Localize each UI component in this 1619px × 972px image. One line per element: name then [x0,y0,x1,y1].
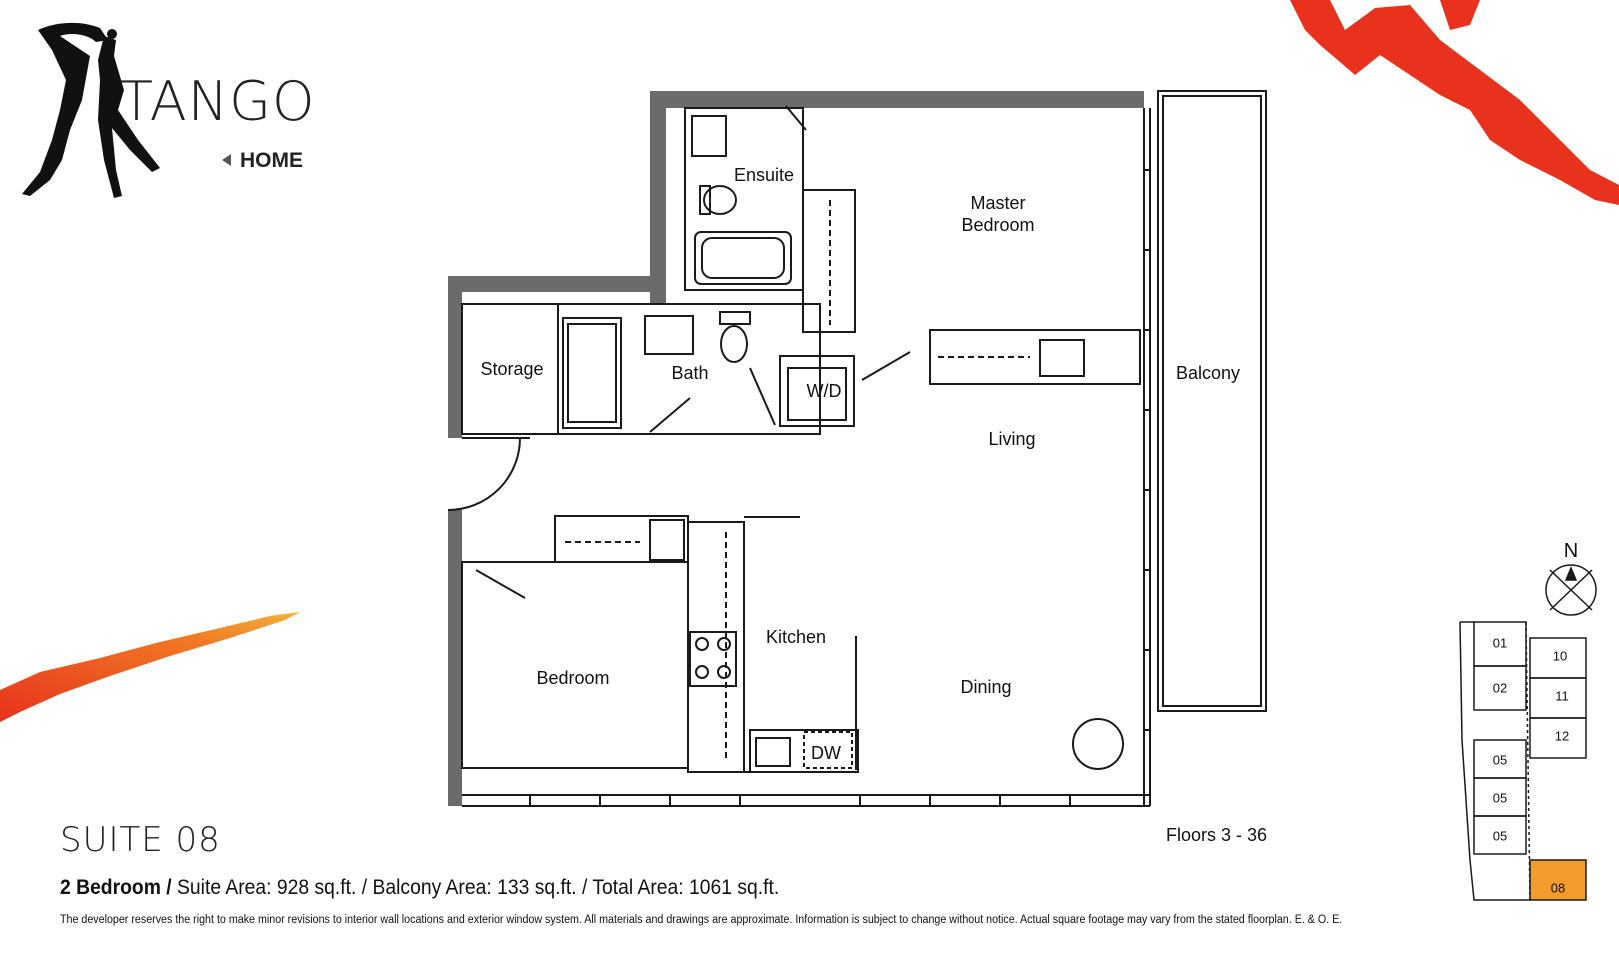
north-label: N [1563,540,1579,562]
compass-icon [1545,564,1597,616]
room-label-bedroom: Bedroom [536,668,610,688]
room-label-living: Living [988,429,1036,449]
keyplan-unit-05b: 05 [1492,790,1508,806]
disclaimer-text: The developer reserves the right to make… [60,914,1343,926]
room-label-wd: W/D [806,381,842,401]
exterior-walls [448,91,1144,806]
home-link[interactable]: HOME [240,149,303,172]
room-label-balcony: Balcony [1175,363,1241,383]
suite-summary: 2 Bedroom / Suite Area: 928 sq.ft. / Bal… [60,876,780,899]
keyplan-unit-12: 12 [1554,728,1570,744]
keyplan-unit-02: 02 [1492,680,1508,696]
balcony-area: Balcony Area: 133 sq.ft. [372,876,577,899]
room-label-dw: DW [811,743,841,763]
room-label-bath: Bath [671,363,709,383]
floors-range: Floors 3 - 36 [1166,825,1268,845]
room-label-master: Master [970,193,1026,213]
room-label-dining: Dining [960,677,1012,697]
wall-lines [462,108,1151,807]
keyplan-unit-05a: 05 [1492,752,1508,768]
room-label-kitchen: Kitchen [765,627,827,647]
brush-stroke-left [0,612,300,722]
brush-stroke-top-right [1290,0,1619,205]
room-label-master-2: Bedroom [961,215,1035,235]
suite-type: 2 Bedroom [60,876,161,899]
total-area: Total Area: 1061 sq.ft. [592,876,780,899]
key-plan [1459,564,1597,901]
tango-dancers-logo [22,22,160,198]
suite-title: SUITE 08 [60,820,221,860]
keyplan-unit-01: 01 [1492,635,1508,651]
keyplan-unit-11: 11 [1555,688,1569,704]
room-label-ensuite: Ensuite [733,165,795,185]
back-arrow-icon[interactable] [222,154,231,166]
keyplan-unit-08-highlight: 08 [1550,880,1566,896]
suite-area: Suite Area: 928 sq.ft. [177,876,357,899]
room-label-storage: Storage [480,359,544,379]
keyplan-unit-10: 10 [1552,648,1568,664]
balcony-outline [1157,90,1267,712]
interior-walls [447,105,1141,773]
brand-logo-text: TANGO [120,70,316,133]
keyplan-unit-05c: 05 [1492,828,1508,844]
